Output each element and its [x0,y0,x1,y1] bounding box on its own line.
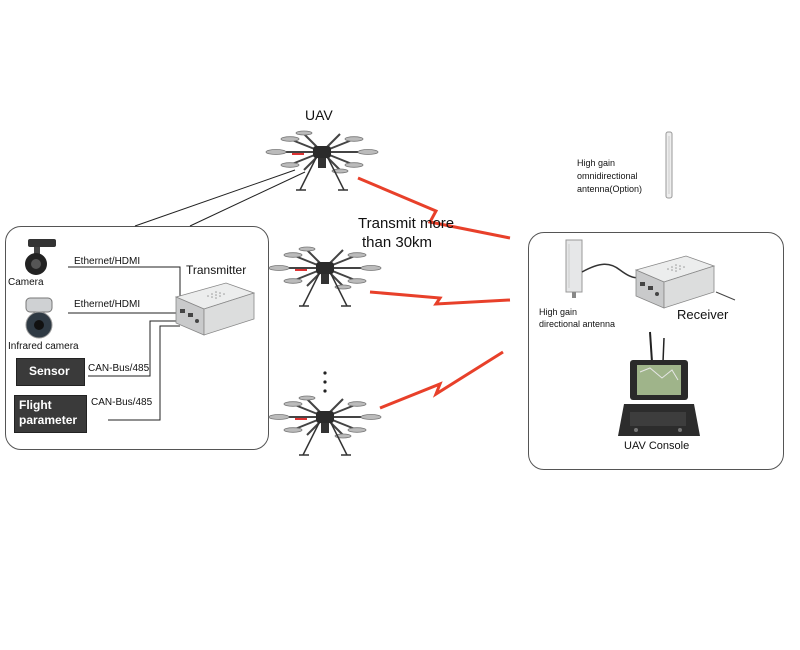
receiver-cable [715,291,736,301]
uav-drone-middle [268,246,382,307]
flight-tag-text: Flight parameter [19,398,77,428]
receiver-label: Receiver [677,307,729,322]
transmit-line1: Transmit more [358,215,455,232]
directional-antenna-icon [565,239,583,298]
receiver-device [635,255,715,309]
uav-drone-top [265,130,379,191]
flight-tag-line2: parameter [19,413,78,427]
uav-drone-bottom [268,395,382,456]
omni-antenna-line3: antenna(Option) [577,184,643,194]
infrared-camera-label: Infrared camera [8,341,79,352]
omni-antenna-line2: omnidirectional [577,171,638,181]
directional-antenna-label: High gain directional antenna [539,306,615,330]
uav-callout-lines [134,169,306,227]
omni-antenna-line1: High gain [577,158,616,168]
transmitter-label: Transmitter [186,263,247,277]
transmit-distance-label: Transmit more than 30km [358,214,454,252]
connection-lines [68,266,181,421]
flight-parameter-tag: Flight parameter [15,396,86,432]
antenna-cable [581,263,641,279]
more-drones-dots [323,371,327,393]
sensor-tag-text: Sensor [29,364,70,378]
omni-antenna-label: High gain omnidirectional antenna(Option… [577,157,642,196]
infrared-camera-icon [25,297,53,339]
uav-console-label: UAV Console [624,440,690,452]
transmit-line2: than 30km [362,234,433,251]
signal-bolts [357,176,511,410]
directional-antenna-line2: directional antenna [539,319,616,329]
flight-tag-line1: Flight [19,398,52,412]
link-label-3: CAN-Bus/485 [88,363,150,374]
sensor-tag: Sensor [17,359,84,385]
uav-console-icon [618,331,700,436]
uav-title: UAV [305,107,333,123]
directional-antenna-line1: High gain [539,307,578,317]
link-label-2: Ethernet/HDMI [74,299,141,310]
link-label-1: Ethernet/HDMI [74,256,141,267]
camera-label: Camera [8,277,44,288]
omni-antenna-icon [665,131,673,199]
transmitter-device [175,282,255,336]
camera-icon [25,239,56,275]
link-label-4: CAN-Bus/485 [91,397,153,408]
